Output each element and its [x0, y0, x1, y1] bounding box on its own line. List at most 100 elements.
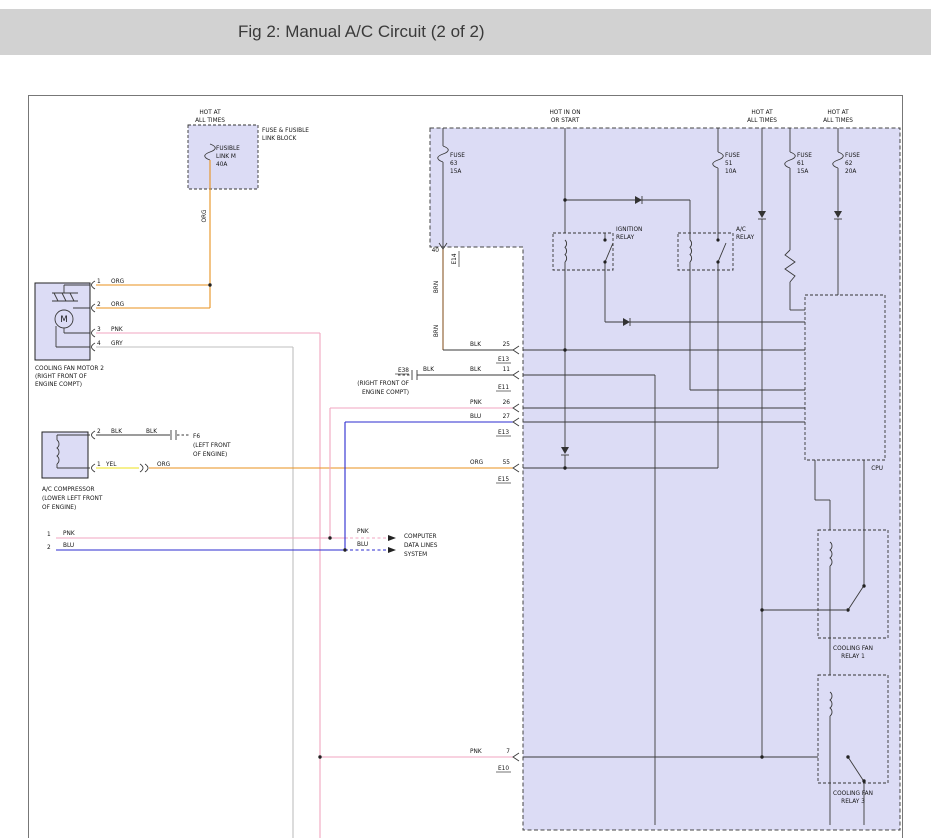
fuse-62-rating: 20A: [845, 169, 856, 175]
power-feed-labels: HOT IN ON OR START HOT AT ALL TIMES HOT …: [549, 110, 853, 124]
cooling-fan-relay-1: COOLING FAN RELAY 1: [762, 460, 889, 692]
fuse-61: FUSE 61 15A: [784, 128, 812, 311]
e15-label: E15: [498, 477, 509, 483]
row27-pin: 27: [503, 414, 511, 420]
row25-wire: BLK: [470, 342, 481, 348]
fusible-link-label2: LINK M: [216, 154, 236, 160]
fuse-61-rating: 15A: [797, 169, 808, 175]
hot-at-all-times-label-leftb: ALL TIMES: [195, 118, 225, 124]
e13-label2: E13: [498, 430, 509, 436]
fuse-62-number: 62: [845, 161, 853, 167]
org-wire-label: ORG: [157, 462, 171, 468]
arrow-right-icon: [388, 547, 396, 553]
compressor-pin-2-wire: BLK: [111, 429, 122, 435]
cpu: CPU: [804, 294, 886, 472]
compressor-pin-1: 1: [97, 462, 101, 468]
org-wire-label-vertical: ORG: [202, 209, 208, 223]
hot-at-all-times-label-2b: ALL TIMES: [823, 118, 853, 124]
motor-caption2: (RIGHT FRONT OF: [35, 374, 87, 380]
wires-left: BLK F6 (LEFT FRONT OF ENGINE) ORG: [96, 332, 513, 838]
figure-title-bar: Fig 2: Manual A/C Circuit (2 of 2): [0, 9, 931, 55]
e14-pin: 40: [432, 248, 440, 254]
junction-block: [429, 127, 901, 831]
fuse-block-caption2: LINK BLOCK: [262, 136, 297, 142]
connector-e38: E38 (RIGHT FRONT OF ENGINE COMPT): [357, 368, 418, 396]
fuse-block-caption: FUSE & FUSIBLE: [262, 128, 309, 134]
ignition-relay-label: IGNITION: [616, 227, 642, 233]
fuse-62-label: FUSE: [845, 153, 860, 159]
f6-note: (LEFT FRONT: [193, 443, 231, 449]
cooling-fan-relay-1-label: COOLING FAN: [833, 646, 873, 652]
e38-label: E38: [398, 368, 409, 374]
hot-at-all-times-label-1: HOT AT: [751, 110, 773, 116]
row11-wire-a: BLK: [423, 367, 434, 373]
fusible-link-block: HOT AT ALL TIMES FUSIBLE LINK M 40A FUSE…: [187, 110, 309, 190]
motor-pin-4: 4: [97, 341, 101, 347]
fuse-61-number: 61: [797, 161, 805, 167]
motor-caption3: ENGINE COMPT): [35, 382, 82, 388]
diagram-border: [28, 95, 903, 838]
e13-label: E13: [498, 357, 509, 363]
row7-wire: PNK: [470, 749, 482, 755]
cooling-fan-relay-3: COOLING FAN RELAY 3: [817, 674, 889, 825]
ac-compressor: 2 BLK 1 YEL A/C COMPRESSOR (LOWER LEFT F…: [41, 429, 122, 511]
connector-e14: 40 E14: [432, 242, 460, 267]
compressor-pin-1-wire: YEL: [105, 462, 117, 468]
row55-wire: ORG: [470, 460, 484, 466]
motor-pin-3-wire: PNK: [111, 327, 123, 333]
ignition-relay: IGNITION RELAY: [552, 128, 642, 271]
fuse-63-rating: 15A: [450, 169, 461, 175]
figure-title: Fig 2: Manual A/C Circuit (2 of 2): [238, 22, 485, 41]
diode-right-icon: [623, 318, 630, 326]
compressor-caption2: (LOWER LEFT FRONT: [42, 496, 103, 502]
data-arrow-2-wire: BLU: [357, 542, 368, 548]
fuse-61-label: FUSE: [797, 153, 812, 159]
diode-down-icon: [834, 211, 842, 218]
hot-at-all-times-label-left: HOT AT: [199, 110, 221, 116]
cooling-fan-relay-3-label2: RELAY 3: [841, 799, 865, 805]
relay-interconnect: [565, 196, 691, 233]
cpu-label: CPU: [871, 466, 883, 472]
f6-label: F6: [193, 434, 200, 440]
data-line-2-wire: BLU: [63, 543, 74, 549]
fuse-63-number: 63: [450, 161, 458, 167]
motor-pin-3: 3: [97, 327, 101, 333]
junction-dots: [208, 198, 866, 783]
row7-pin: 7: [506, 749, 510, 755]
compressor-pin-2: 2: [97, 429, 101, 435]
data-lines-caption2: DATA LINES: [404, 543, 438, 549]
diode-down-icon: [758, 211, 766, 218]
data-line-1-wire: PNK: [63, 531, 75, 537]
brn-wire-label: BRN: [434, 281, 440, 293]
row55-pin: 55: [503, 460, 511, 466]
e38-note: (RIGHT FRONT OF: [357, 381, 409, 387]
motor-caption: COOLING FAN MOTOR 2: [35, 366, 104, 372]
ac-relay-label: A/C: [736, 227, 746, 233]
diode-right-icon: [635, 196, 642, 204]
data-lines-caption: COMPUTER: [404, 534, 437, 540]
row11-wire-b: BLK: [470, 367, 481, 373]
hot-in-on-label: HOT IN ON: [549, 110, 580, 116]
row25-pin: 25: [503, 342, 511, 348]
arrow-right-icon: [388, 535, 396, 541]
data-arrow-1-wire: PNK: [357, 529, 369, 535]
battery-feed: [758, 128, 766, 757]
e10-label: E10: [498, 766, 509, 772]
motor-pin-4-wire: GRY: [111, 341, 123, 347]
data-lines-caption3: SYSTEM: [404, 552, 427, 558]
fuse-51: FUSE 51 10A: [712, 128, 740, 233]
data-line-1-number: 1: [47, 532, 51, 538]
e14-label: E14: [452, 253, 458, 264]
hot-at-all-times-label-1b: ALL TIMES: [747, 118, 777, 124]
motor-symbol: M: [60, 315, 67, 325]
diode-down-icon: [561, 447, 569, 454]
e38-note2: ENGINE COMPT): [362, 390, 409, 396]
motor-pin-1: 1: [97, 279, 101, 285]
ignition-relay-label2: RELAY: [616, 235, 635, 241]
hot-in-on-label2: OR START: [551, 118, 580, 124]
row27-wire: BLU: [470, 414, 481, 420]
cooling-fan-relay-1-label2: RELAY 1: [841, 654, 865, 660]
resistor: [784, 249, 796, 283]
row26-pin: 26: [503, 400, 511, 406]
